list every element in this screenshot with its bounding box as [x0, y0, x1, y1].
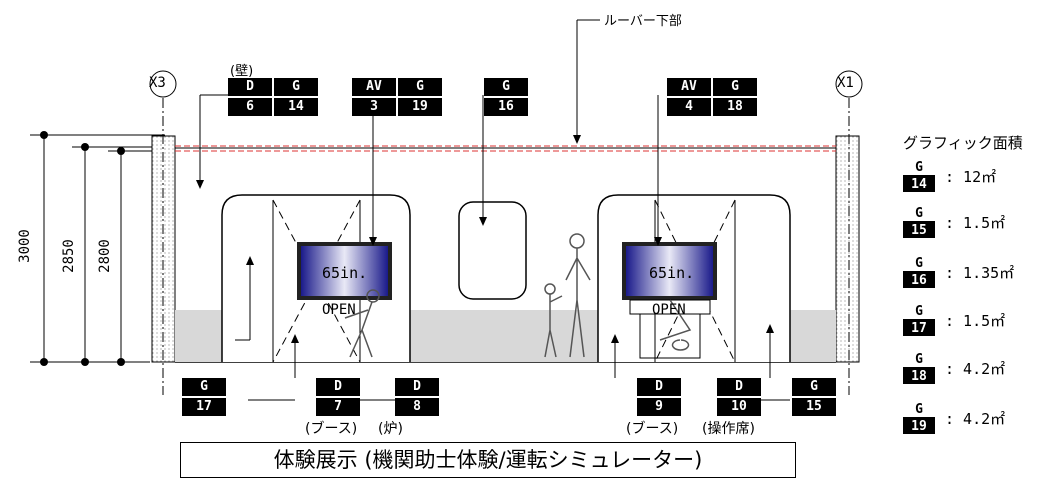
- grid-label-x1: X1: [837, 75, 854, 91]
- right-column: [835, 135, 860, 363]
- grid-label-x3: X3: [149, 75, 166, 91]
- note-booth-left: (ブース): [305, 421, 358, 437]
- screen-size-right: 65in.: [649, 264, 695, 282]
- legend-title: グラフィック面積: [903, 134, 1023, 152]
- note-furnace: (炉): [378, 421, 403, 437]
- screen-size-left: 65in.: [322, 264, 368, 282]
- middle-panel: [458, 201, 527, 300]
- dimension-2850: 2850: [60, 239, 77, 273]
- screen-status-left: OPEN: [322, 302, 356, 318]
- note-booth-right: (ブース): [626, 421, 679, 437]
- grid-markers: [149, 70, 863, 98]
- note-operator-seat: (操作席): [702, 421, 755, 437]
- people-figures: [344, 233, 692, 358]
- wall-note: (壁): [230, 64, 254, 79]
- dimension-2800: 2800: [96, 239, 113, 273]
- screen-status-right: OPEN: [652, 302, 686, 318]
- louver-note: ルーバー下部: [604, 14, 682, 29]
- dimension-3000: 3000: [16, 229, 33, 263]
- exhibit-caption: 体験展示 (機関助士体験/運転シミュレーター): [180, 442, 796, 478]
